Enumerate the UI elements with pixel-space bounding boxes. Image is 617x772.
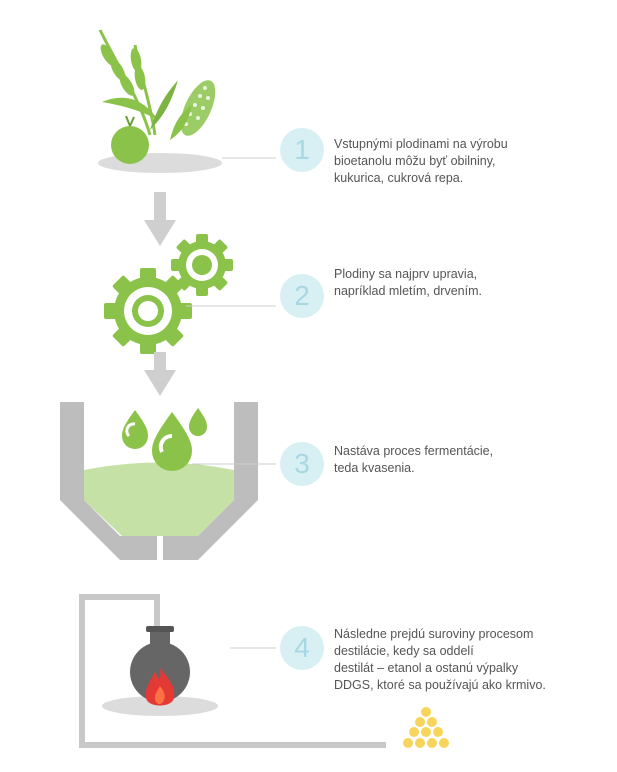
gears-icon: [104, 234, 233, 354]
step-description-line: teda kvasenia.: [334, 461, 415, 475]
step-number-badge: 4: [280, 626, 324, 670]
step-description-line: kukurica, cukrová repa.: [334, 171, 464, 185]
step-description-line: napríklad mletím, drvením.: [334, 284, 482, 298]
step-description-line: Nastáva proces fermentácie,: [334, 444, 494, 458]
step-description-line: destilát – etanol a ostanú výpalky: [334, 661, 519, 675]
step-description-line: Vstupnými plodinami na výrobu: [334, 137, 508, 151]
step-description: Plodiny sa najprv upravia, napríklad mle…: [334, 266, 482, 300]
step-description-line: Plodiny sa najprv upravia,: [334, 267, 478, 281]
step-description-line: Následne prejdú suroviny procesom: [334, 627, 534, 641]
arrow-down-icon: [144, 192, 176, 246]
step-number-badge: 3: [280, 442, 324, 486]
step-description: Nastáva proces fermentácie, teda kvaseni…: [334, 443, 493, 477]
fermentation-tank-icon: [60, 402, 258, 560]
ddgs-pellets-icon: [403, 707, 449, 748]
step-number-badge: 2: [280, 274, 324, 318]
arrow-down-icon: [144, 352, 176, 396]
crops-icon: [98, 29, 222, 173]
step-description-line: bioetanolu môžu byť obilniny,: [334, 154, 496, 168]
step-description: Vstupnými plodinami na výrobu bioetanolu…: [334, 136, 508, 187]
distillation-flask-icon: [79, 594, 386, 748]
step-description: Následne prejdú suroviny procesom destil…: [334, 626, 546, 694]
step-description-line: DDGS, ktoré sa používajú ako krmivo.: [334, 678, 546, 692]
step-description-line: destilácie, kedy sa oddelí: [334, 644, 474, 658]
step-number-badge: 1: [280, 128, 324, 172]
